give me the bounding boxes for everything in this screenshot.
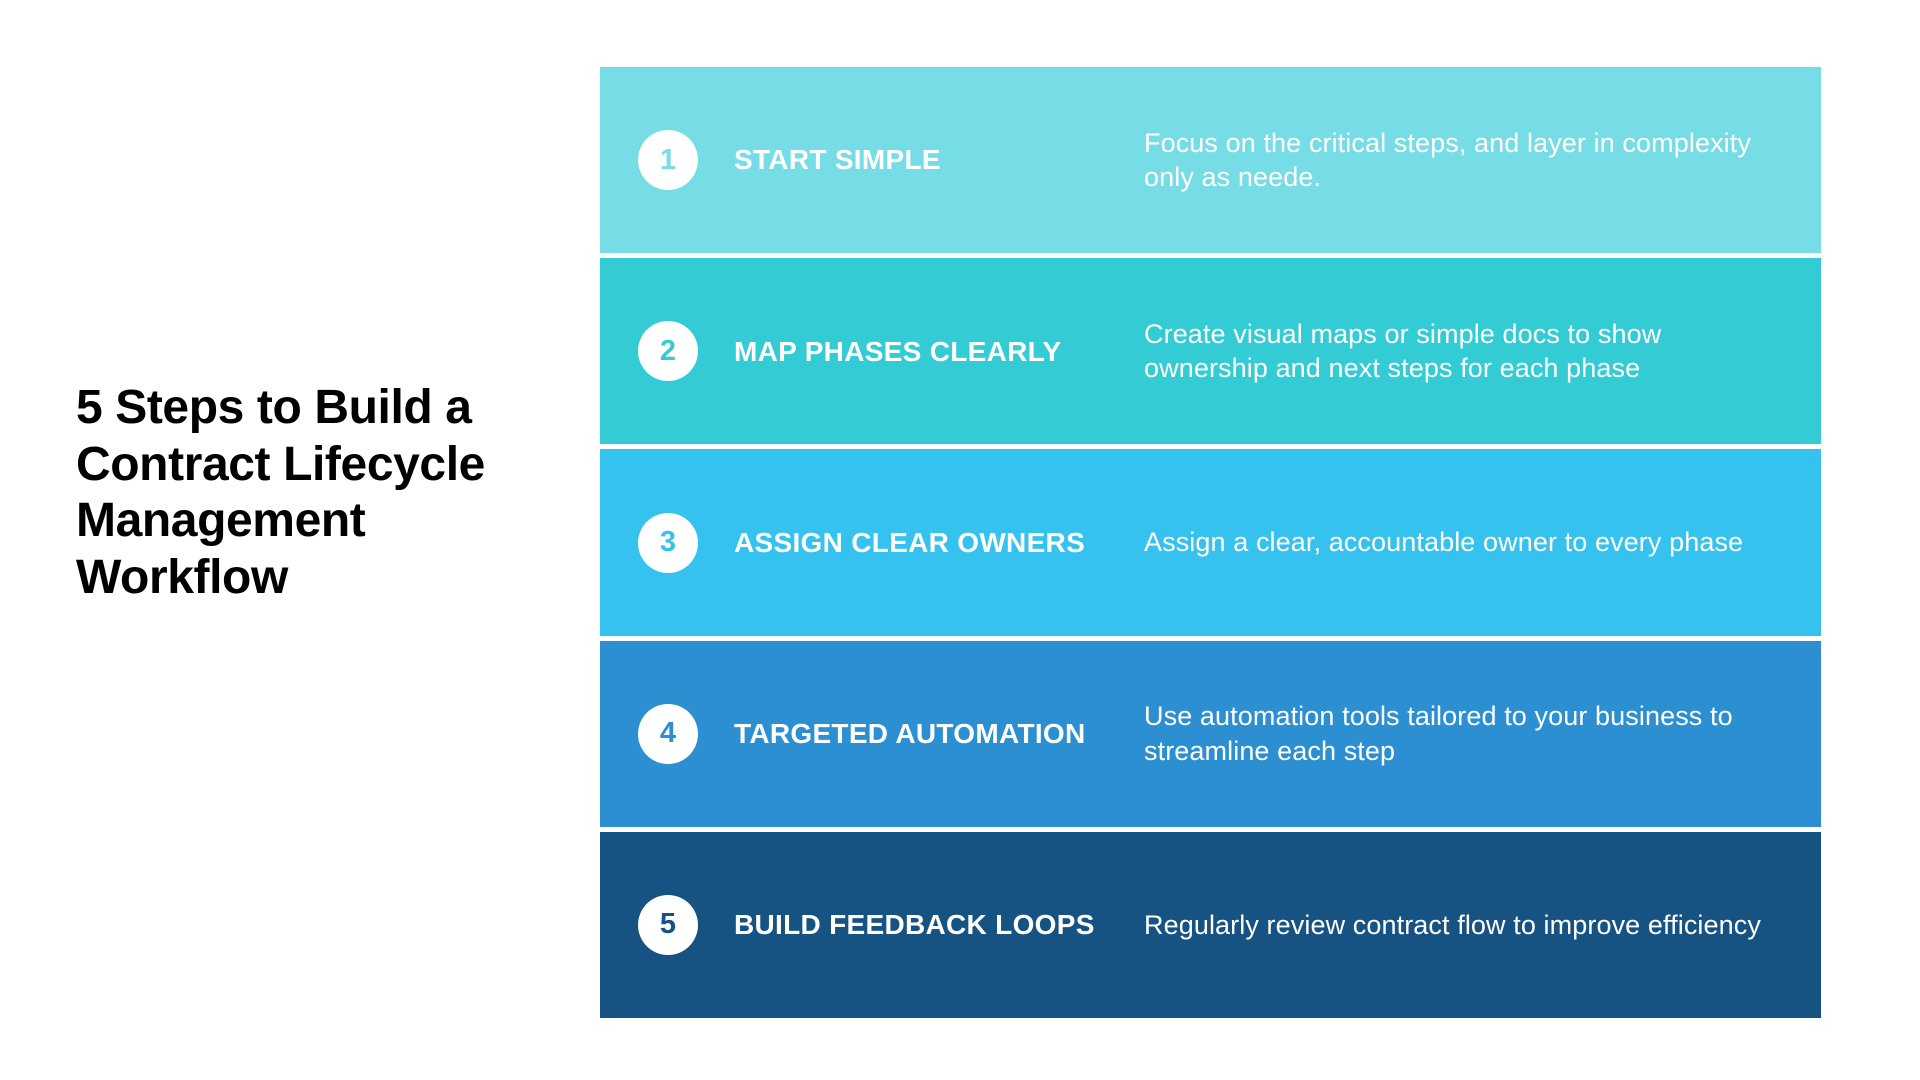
step-number-badge-1: 1 bbox=[638, 130, 698, 191]
step-row-5[interactable]: 5 BUILD FEEDBACK LOOPS Regularly review … bbox=[600, 831, 1821, 1019]
step-number-badge-3: 3 bbox=[638, 512, 698, 573]
headline-block: 5 Steps to Build a Contract Lifecycle Ma… bbox=[76, 380, 566, 607]
steps-list: 1 START SIMPLE Focus on the critical ste… bbox=[600, 67, 1821, 1019]
step-number-1: 1 bbox=[659, 143, 677, 176]
step-row-4[interactable]: 4 TARGETED AUTOMATION Use automation too… bbox=[600, 640, 1821, 827]
step-number-4: 4 bbox=[659, 717, 677, 750]
step-description-2: Create visual maps or simple docs to sho… bbox=[1144, 318, 1662, 384]
step-number-badge-5: 5 bbox=[638, 894, 698, 955]
step-row-1[interactable]: 1 START SIMPLE Focus on the critical ste… bbox=[600, 67, 1821, 254]
step-description-1: Focus on the critical steps, and layer i… bbox=[1144, 127, 1751, 193]
step-title-2: MAP PHASES CLEARLY bbox=[734, 335, 1062, 367]
step-description-3: Assign a clear, accountable owner to eve… bbox=[1144, 527, 1744, 558]
step-row-3[interactable]: 3 ASSIGN CLEAR OWNERS Assign a clear, ac… bbox=[600, 449, 1821, 636]
step-number-badge-4: 4 bbox=[638, 703, 698, 764]
step-description-4: Use automation tools tailored to your bu… bbox=[1144, 701, 1733, 766]
step-number-5: 5 bbox=[659, 908, 677, 941]
step-row-2[interactable]: 2 MAP PHASES CLEARLY Create visual maps … bbox=[600, 258, 1821, 445]
step-title-5: BUILD FEEDBACK LOOPS bbox=[734, 909, 1095, 941]
step-number-3: 3 bbox=[659, 526, 677, 558]
step-title-1: START SIMPLE bbox=[734, 144, 941, 176]
step-title-3: ASSIGN CLEAR OWNERS bbox=[734, 526, 1086, 558]
step-number-badge-2: 2 bbox=[638, 321, 698, 382]
step-title-4: TARGETED AUTOMATION bbox=[734, 717, 1086, 749]
page-title: 5 Steps to Build a Contract Lifecycle Ma… bbox=[76, 381, 485, 604]
step-description-5: Regularly review contract flow to improv… bbox=[1144, 909, 1761, 940]
step-number-2: 2 bbox=[659, 334, 677, 367]
